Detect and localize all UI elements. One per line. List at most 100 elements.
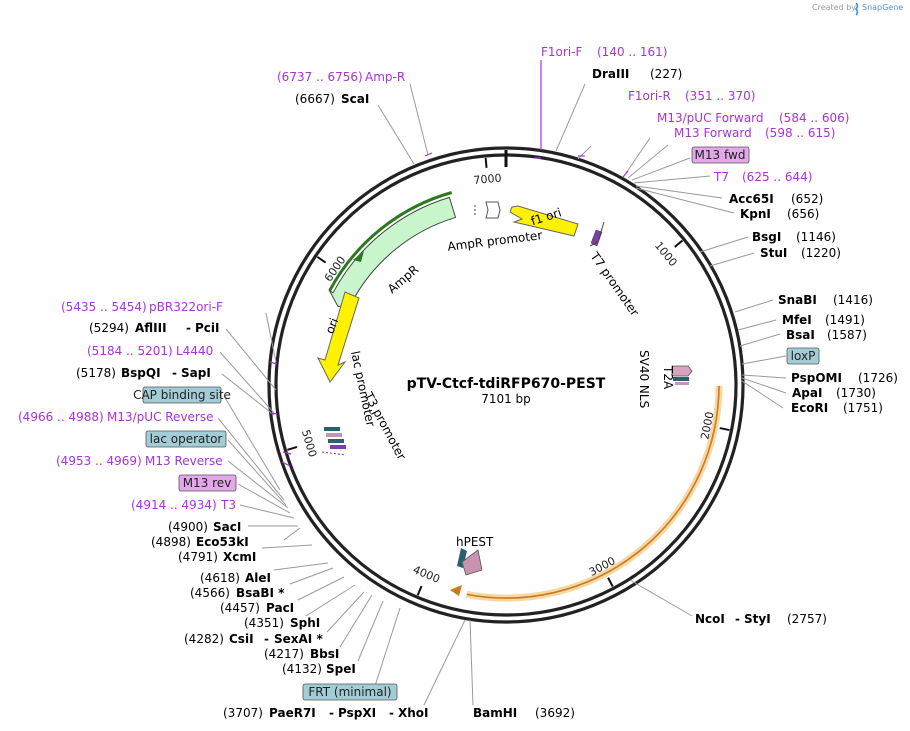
leader-kpni <box>635 187 735 214</box>
range-m13puc: (584 .. 606) <box>779 111 849 125</box>
label-csii: CsiI <box>229 632 254 646</box>
box-lacop-bg <box>145 430 227 448</box>
leader-snabi <box>734 299 774 313</box>
ampr-feature <box>328 191 501 307</box>
sv40-nls-block <box>673 377 689 381</box>
range-t7: (625 .. 644) <box>742 170 812 184</box>
pos-saci: (4900) <box>168 520 208 534</box>
leader-bamhi <box>469 619 474 706</box>
t7-promoter-arrow <box>589 221 605 247</box>
label-spei: SpeI <box>326 662 356 676</box>
dash-afliii: - <box>186 321 191 335</box>
cds-arc <box>450 385 723 602</box>
pos-bsabi: (4566) <box>190 586 230 600</box>
leader-afliii <box>225 328 277 391</box>
pos-sphi: (4351) <box>244 616 284 630</box>
marker-m13r <box>281 461 291 467</box>
label-acc65i: Acc65I <box>729 192 774 206</box>
box-frt: FRT (minimal) <box>302 683 398 701</box>
tick-line-1000 <box>674 239 684 248</box>
tick-label-5000: 5000 <box>299 428 319 459</box>
label-f1orif: F1ori-F <box>541 45 582 59</box>
t2a-nls-cluster <box>671 365 693 385</box>
label-xcmi: XcmI <box>223 550 256 564</box>
leader-ampr-primer <box>409 83 429 156</box>
pos-snabi: (1416) <box>833 293 873 307</box>
leader-eco53ki <box>283 527 301 541</box>
credit-prefix: Created by <box>812 3 856 12</box>
lac-promoter-block-1 <box>324 427 340 431</box>
label-alei: AleI <box>245 571 271 585</box>
ori-arrow <box>317 291 360 383</box>
leader-m13rev <box>237 483 291 514</box>
box-m13fwd: M13 fwd <box>691 146 750 164</box>
plasmid-length: 7101 bp <box>481 392 531 406</box>
pos-apai: (1730) <box>836 386 876 400</box>
leader-ncoi <box>629 579 693 617</box>
label-stui: StuI <box>760 246 787 260</box>
label-sexai: SexAI * <box>274 632 323 646</box>
leader-t7 <box>633 175 711 184</box>
lac-promoter-block-3 <box>328 439 344 443</box>
range-m13f: (598 .. 615) <box>765 126 835 140</box>
leader-m13r <box>227 460 289 509</box>
range-pbr: (5435 .. 5454) <box>61 300 147 314</box>
label-ampr: AmpR <box>385 262 421 296</box>
label-ncoi: NcoI <box>695 612 725 626</box>
ampr-promoter-arrow <box>485 201 501 219</box>
tick-line-7000 <box>484 157 488 168</box>
snapgene-credit: Created by SnapGene <box>812 2 903 16</box>
dash-pspxi: - <box>389 706 394 720</box>
tick-label-1000: 1000 <box>652 239 680 269</box>
label-paci: PacI <box>266 601 294 615</box>
leader-apai <box>741 377 787 394</box>
pos-draiii: (227) <box>650 67 682 81</box>
leader-mfei <box>737 319 777 331</box>
range-f1orir: (351 .. 370) <box>685 89 755 103</box>
leader-m13pucr <box>217 417 285 501</box>
leader-m13f <box>627 144 669 179</box>
label-apai: ApaI <box>792 386 822 400</box>
label-styi: StyI <box>744 612 771 626</box>
leader-bsabi <box>289 567 334 585</box>
pos-pspomi: (1726) <box>858 371 898 385</box>
label-m13puc: M13/pUC Forward <box>657 111 764 125</box>
leader-f1orir <box>577 145 592 160</box>
sv40-nls-block-2 <box>675 382 689 385</box>
pos-spei: (4132) <box>282 662 322 676</box>
lac-promoter-cluster <box>321 427 347 456</box>
label-m13r: M13 Reverse <box>145 454 223 468</box>
box-m13fwd-bg <box>691 146 750 164</box>
pos-bsai: (1587) <box>827 328 867 342</box>
tick-line-3000 <box>607 577 614 587</box>
label-pcii: PciI <box>195 321 220 335</box>
box-loxp-bg <box>786 347 820 365</box>
range-m13pucr: (4966 .. 4988) <box>18 410 104 424</box>
ampr-arrow <box>328 196 457 307</box>
tick-label-7000: 7000 <box>473 172 502 187</box>
box-frt-bg <box>302 683 398 701</box>
ampr-signal-arrowhead <box>353 251 364 262</box>
lac-promoter-dots <box>321 451 347 456</box>
dash-paer7i: - <box>329 706 334 720</box>
dash-csii: - <box>264 632 269 646</box>
label-eco53ki: Eco53kI <box>196 535 249 549</box>
pos-bamhi: (3692) <box>535 706 575 720</box>
label-bsabi: BsaBI * <box>236 586 285 600</box>
leader-m13puc <box>623 137 651 177</box>
box-m13rev-bg <box>178 474 237 492</box>
pos-paci: (4457) <box>220 601 260 615</box>
box-loxp: loxP <box>786 347 820 365</box>
label-hpest: hPEST <box>456 535 494 549</box>
leader-sphi <box>305 584 356 617</box>
pos-scai: (6667) <box>295 92 335 106</box>
tick-line-5000 <box>287 446 298 451</box>
label-pbr: pBR322ori-F <box>149 300 223 314</box>
label-bsai: BsaI <box>786 328 815 342</box>
label-saci: SacI <box>213 520 241 534</box>
leader-loxp <box>741 355 787 365</box>
label-paer7i: PaeR7I <box>269 706 316 720</box>
leader-acc65i <box>635 185 723 199</box>
label-pspxi: PspXI <box>338 706 376 720</box>
t7-promoter-line <box>589 221 605 247</box>
